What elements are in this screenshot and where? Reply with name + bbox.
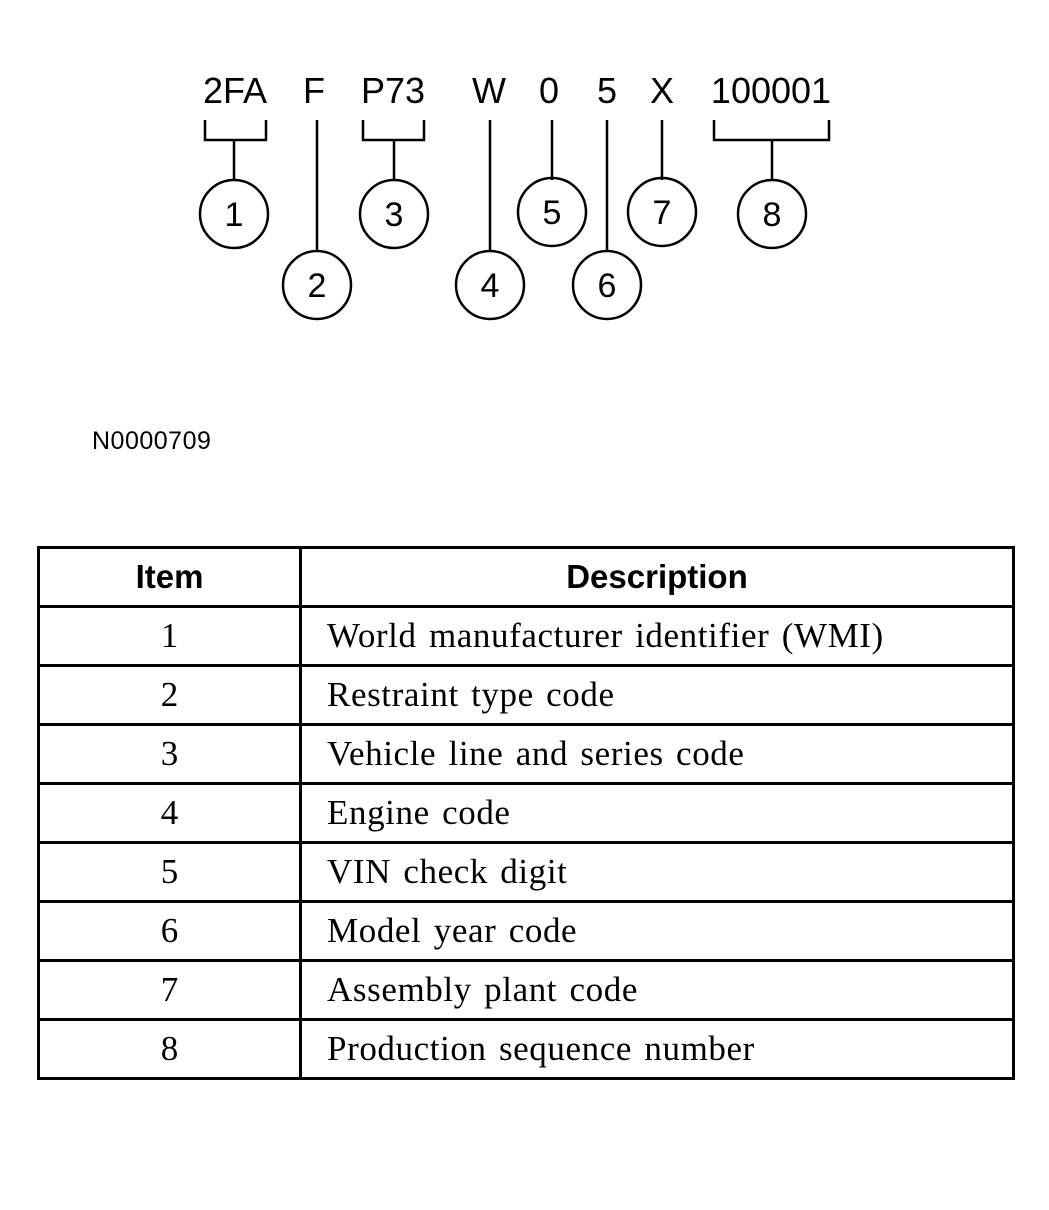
callout-circle-7 — [626, 176, 698, 248]
item-number-cell: 3 — [37, 723, 302, 785]
bracket-segment-1 — [203, 120, 268, 142]
table-row: 1 World manufacturer identifier (WMI) — [37, 605, 1015, 667]
vin-segment-6: 5 — [597, 70, 617, 111]
description-cell: VIN check digit — [299, 841, 1015, 903]
column-header-description: Description — [299, 546, 1015, 608]
table-row: 6 Model year code — [37, 900, 1015, 962]
callout-number-7: 7 — [653, 194, 672, 232]
table-row: 3 Vehicle line and series code — [37, 723, 1015, 785]
vin-segment-2: F — [303, 70, 325, 111]
callout-circle-1 — [198, 178, 270, 250]
callout-number-1: 1 — [225, 196, 244, 234]
description-cell: World manufacturer identifier (WMI) — [299, 605, 1015, 667]
vin-diagram: 2FA F P73 W 0 5 X 100001 1 2 3 4 5 6 7 8 — [198, 70, 831, 321]
vin-segment-1: 2FA — [203, 70, 267, 111]
callout-circle-6 — [571, 249, 643, 321]
description-cell: Vehicle line and series code — [299, 723, 1015, 785]
bracket-segment-3 — [361, 120, 426, 142]
callout-number-5: 5 — [543, 194, 562, 232]
callout-circle-3 — [358, 178, 430, 250]
vin-segment-4: W — [472, 70, 506, 111]
callout-circle-2 — [281, 249, 353, 321]
callout-number-4: 4 — [481, 267, 500, 305]
table-header-row: Item Description — [37, 546, 1015, 608]
item-number-cell: 5 — [37, 841, 302, 903]
callout-circle-5 — [516, 176, 588, 248]
callout-circle-8 — [736, 178, 808, 250]
description-cell: Engine code — [299, 782, 1015, 844]
item-number-cell: 6 — [37, 900, 302, 962]
item-number-cell: 4 — [37, 782, 302, 844]
callout-number-6: 6 — [598, 267, 617, 305]
table-row: 5 VIN check digit — [37, 841, 1015, 903]
legend-table: Item Description 1 World manufacturer id… — [37, 546, 1015, 1080]
description-cell: Restraint type code — [299, 664, 1015, 726]
callout-number-2: 2 — [308, 267, 327, 305]
item-number-cell: 7 — [37, 959, 302, 1021]
description-cell: Production sequence number — [299, 1018, 1015, 1080]
table-row: 2 Restraint type code — [37, 664, 1015, 726]
figure-id: N0000709 — [92, 427, 212, 455]
bracket-segment-8 — [712, 120, 831, 142]
vin-segment-3: P73 — [361, 70, 425, 111]
column-header-item: Item — [37, 546, 302, 608]
description-cell: Assembly plant code — [299, 959, 1015, 1021]
table-row: 7 Assembly plant code — [37, 959, 1015, 1021]
callout-circle-4 — [454, 249, 526, 321]
item-number-cell: 1 — [37, 605, 302, 667]
table-row: 8 Production sequence number — [37, 1018, 1015, 1080]
description-cell: Model year code — [299, 900, 1015, 962]
callout-number-3: 3 — [385, 196, 404, 234]
vin-segment-8: 100001 — [711, 70, 831, 111]
item-number-cell: 2 — [37, 664, 302, 726]
vin-segment-5: 0 — [539, 70, 559, 111]
callout-number-8: 8 — [763, 196, 782, 234]
table-row: 4 Engine code — [37, 782, 1015, 844]
vin-segment-7: X — [650, 70, 674, 111]
item-number-cell: 8 — [37, 1018, 302, 1080]
